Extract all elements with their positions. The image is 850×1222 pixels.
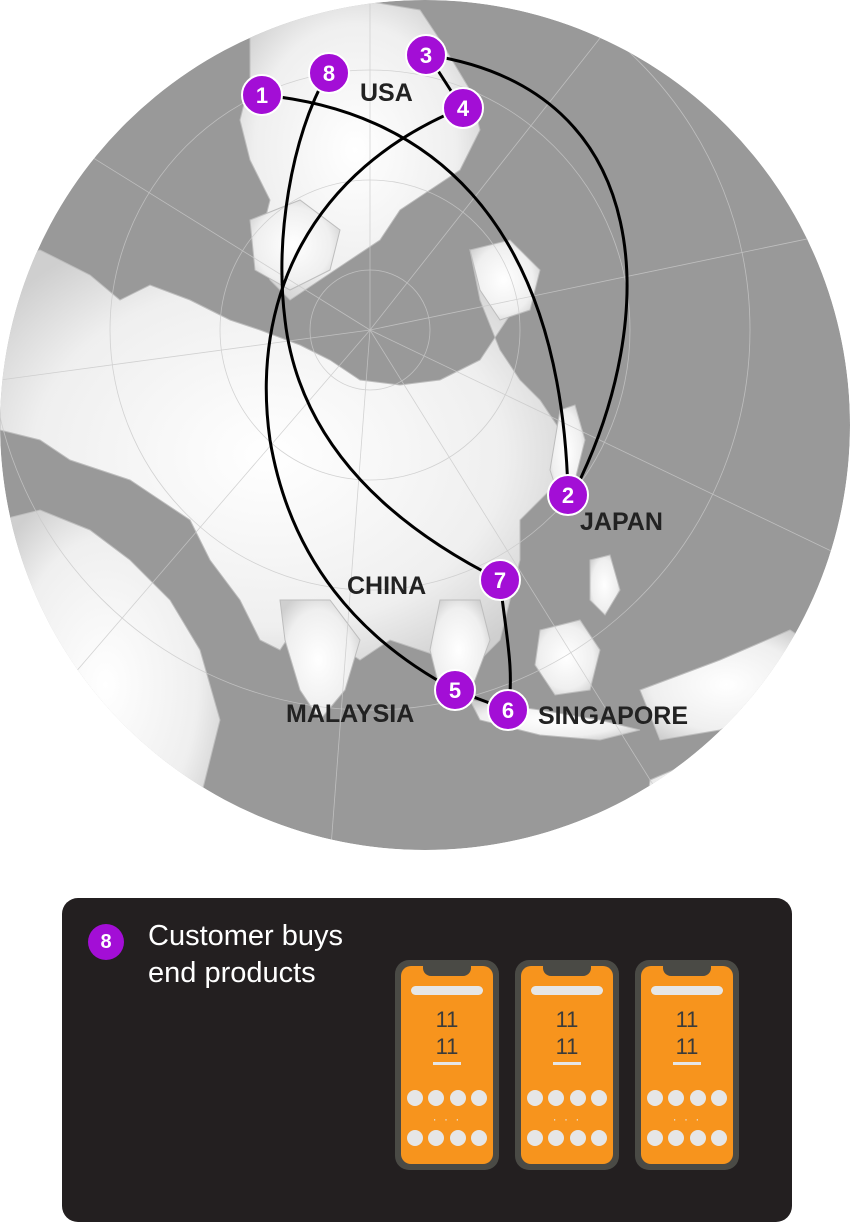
borneo-island (534, 619, 601, 696)
route-7-8 (280, 71, 501, 582)
app-icon (407, 1090, 423, 1106)
app-icon (527, 1090, 543, 1106)
step-number-badge: 8 (88, 924, 124, 960)
app-icon (569, 1090, 586, 1106)
clock-hour: 11 (435, 1007, 459, 1032)
app-icon (449, 1090, 466, 1106)
app-icon (710, 1130, 727, 1146)
marker-stop-7: 7 (479, 559, 521, 601)
app-icon-row (407, 1130, 487, 1146)
phone-notch (543, 966, 591, 976)
marker-stop-3: 3 (405, 34, 447, 76)
status-bar (411, 986, 483, 995)
route-2-3 (427, 53, 629, 491)
clock-display: 11 11 (401, 1006, 493, 1060)
page-dots: · · · (552, 1112, 582, 1126)
clock-minute: 11 (435, 1034, 459, 1059)
phone-notch (663, 966, 711, 976)
clock-underline (553, 1062, 581, 1065)
clock-underline (433, 1062, 461, 1065)
world-map-globe: USA JAPAN CHINA MALAYSIA SINGAPORE 1 2 3… (0, 0, 850, 850)
app-icon (527, 1130, 543, 1146)
route-1-2 (261, 93, 570, 493)
app-icon-row (527, 1130, 607, 1146)
greenland-landmass (249, 199, 341, 291)
app-icon-row (647, 1090, 727, 1106)
beringia-landmass (469, 239, 541, 321)
phone-screen: 11 11 · · · (521, 966, 613, 1164)
step-description-line-2: end products (148, 957, 316, 989)
label-china: CHINA (347, 572, 426, 600)
svg-text:6: 6 (502, 698, 514, 723)
phone-screen: 11 11 · · · (641, 966, 733, 1164)
smartphone-2: 11 11 · · · (515, 960, 619, 1170)
app-icon-row (527, 1090, 607, 1106)
route-4-5 (264, 106, 463, 692)
app-icon (710, 1090, 727, 1106)
label-singapore: SINGAPORE (538, 702, 688, 730)
app-icon (689, 1130, 706, 1146)
clock-display: 11 11 (641, 1006, 733, 1060)
app-icon (668, 1130, 685, 1146)
marker-stop-2: 2 (547, 474, 589, 516)
app-icon (689, 1090, 706, 1106)
step-description-line-1: Customer buys (148, 920, 344, 952)
philippines-islands (589, 554, 621, 616)
graticule (0, 0, 850, 850)
app-icon (590, 1130, 607, 1146)
marker-stop-4: 4 (442, 87, 484, 129)
india-landmass (279, 599, 361, 721)
app-icon (428, 1130, 445, 1146)
app-icon-row (407, 1090, 487, 1106)
route-markers: 1 2 3 4 5 6 7 8 (241, 34, 589, 731)
svg-text:4: 4 (457, 96, 470, 121)
smartphone-1: 11 11 · · · (395, 960, 499, 1170)
clock-minute: 11 (675, 1034, 699, 1059)
status-bar (651, 986, 723, 995)
app-icon (470, 1130, 487, 1146)
app-icon (569, 1130, 586, 1146)
app-icon (407, 1130, 423, 1146)
phone-notch (423, 966, 471, 976)
clock-hour: 11 (555, 1007, 579, 1032)
app-icon-row (647, 1130, 727, 1146)
app-icon (548, 1090, 565, 1106)
svg-text:8: 8 (323, 61, 335, 86)
svg-text:7: 7 (494, 568, 506, 593)
page-dots: · · · (432, 1112, 462, 1126)
app-icon (470, 1090, 487, 1106)
app-icon (668, 1090, 685, 1106)
app-icon (428, 1090, 445, 1106)
app-icon (590, 1090, 607, 1106)
app-icon (647, 1130, 663, 1146)
marker-stop-1: 1 (241, 74, 283, 116)
page-dots: · · · (672, 1112, 702, 1126)
customer-step-card: 8 Customer buys end products 11 11 · · · (62, 898, 792, 1222)
app-icon (548, 1130, 565, 1146)
app-icon (647, 1090, 663, 1106)
svg-text:2: 2 (562, 483, 574, 508)
status-bar (531, 986, 603, 995)
phone-screen: 11 11 · · · (401, 966, 493, 1164)
svg-text:1: 1 (256, 83, 268, 108)
label-usa: USA (360, 79, 413, 107)
svg-text:3: 3 (420, 43, 432, 68)
marker-stop-8: 8 (308, 52, 350, 94)
smartphone-3: 11 11 · · · (635, 960, 739, 1170)
app-icon (449, 1130, 466, 1146)
svg-text:5: 5 (449, 678, 461, 703)
marker-stop-6: 6 (487, 689, 529, 731)
label-malaysia: MALAYSIA (286, 700, 414, 728)
clock-hour: 11 (675, 1007, 699, 1032)
marker-stop-5: 5 (434, 669, 476, 711)
step-description: Customer buys end products (148, 918, 398, 992)
clock-display: 11 11 (521, 1006, 613, 1060)
clock-minute: 11 (555, 1034, 579, 1059)
label-japan: JAPAN (580, 508, 663, 536)
clock-underline (673, 1062, 701, 1065)
